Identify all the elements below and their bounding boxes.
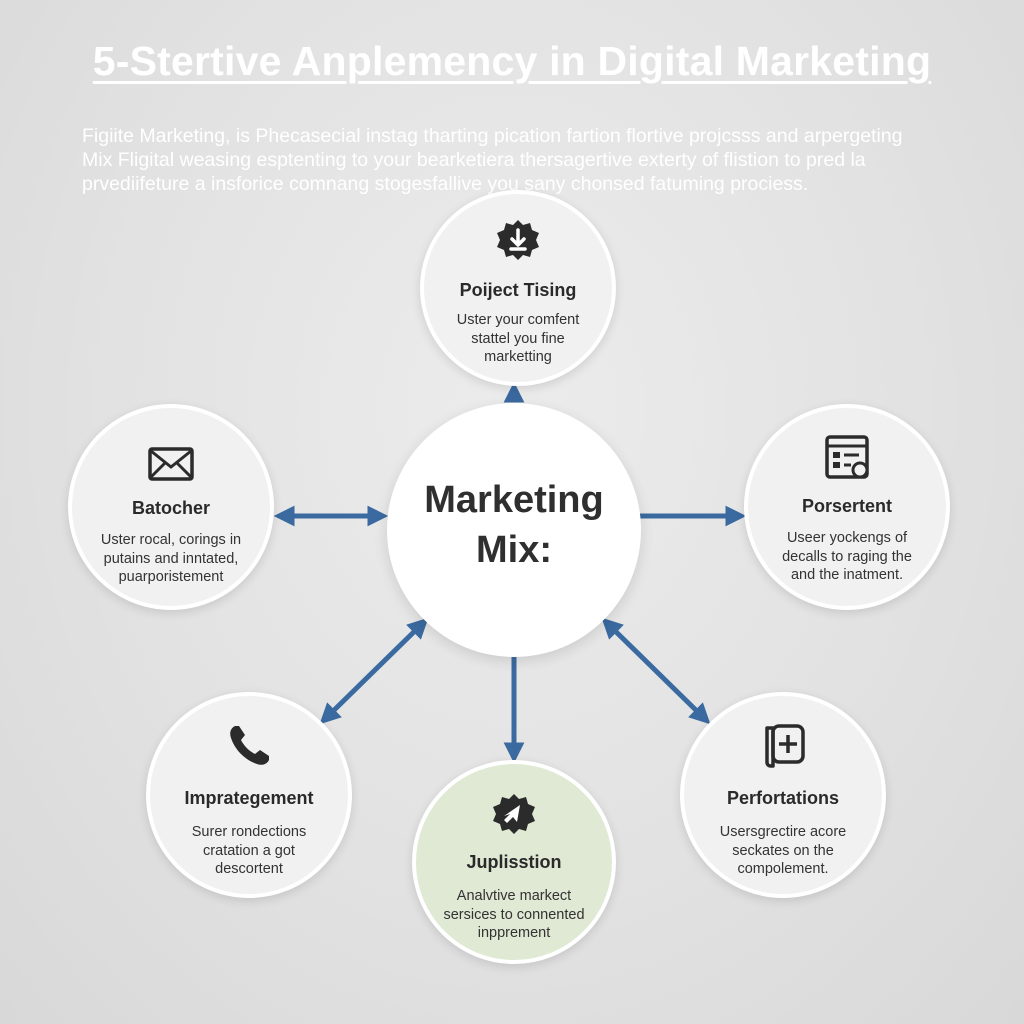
plus-document-icon — [765, 724, 805, 768]
node-bottom-right[interactable]: Perfortations Usersgrectire acore seckat… — [680, 692, 886, 898]
node-description: Useer yockengs of decalls to raging the … — [782, 530, 912, 583]
cursor-badge-icon — [493, 794, 535, 834]
envelope-icon — [148, 447, 194, 481]
node-description: Analvtive markect sersices to connented … — [443, 888, 585, 941]
arrow-bottom-left-bidirectional — [319, 617, 429, 725]
intro-line: Mix Fligital weasing esptenting to your … — [82, 149, 866, 171]
node-left[interactable]: Batocher Uster rocal, corings in putains… — [68, 404, 274, 610]
hub-title-line: Mix: — [476, 529, 552, 571]
node-top[interactable]: Poiject Tising Uster your comfent statte… — [420, 190, 616, 386]
node-bottom[interactable]: Juplisstion Analvtive markect sersices t… — [412, 760, 616, 964]
dashboard-window-icon — [825, 435, 869, 479]
node-right[interactable]: Porsertent Useer yockengs of decalls to … — [744, 404, 950, 610]
node-label: Batocher — [131, 498, 211, 518]
node-bottom-left[interactable]: Imprategement Surer rondections cratatio… — [146, 692, 352, 898]
node-description: Surer rondections cratation a got descor… — [191, 824, 307, 877]
intro-line: prvediifeture a insforice comnang stoges… — [82, 173, 809, 195]
intro-line: Figiite Marketing, is Phecasecial instag… — [82, 125, 903, 147]
node-description: Uster rocal, corings in putains and innt… — [100, 532, 242, 585]
node-label: Perfortations — [726, 788, 840, 808]
hub-title-line: Marketing — [424, 479, 604, 521]
node-label: Porsertent — [801, 496, 893, 516]
node-label: Juplisstion — [466, 852, 562, 872]
arrow-bottom-right-bidirectional — [601, 617, 711, 725]
download-badge-icon — [497, 220, 539, 260]
intro-paragraph: Figiite Marketing, is Phecasecial instag… — [82, 124, 962, 196]
phone-icon — [230, 726, 269, 765]
hub-circle[interactable]: Marketing Mix: — [387, 403, 641, 657]
node-description: Usersgrectire acore seckates on the comp… — [719, 824, 847, 877]
node-label: Poiject Tising — [459, 280, 577, 300]
node-label: Imprategement — [184, 788, 314, 808]
node-description: Uster your comfent stattel you fine mark… — [456, 312, 580, 365]
page-title: 5-Stertive Anplemency in Digital Marketi… — [92, 38, 932, 84]
